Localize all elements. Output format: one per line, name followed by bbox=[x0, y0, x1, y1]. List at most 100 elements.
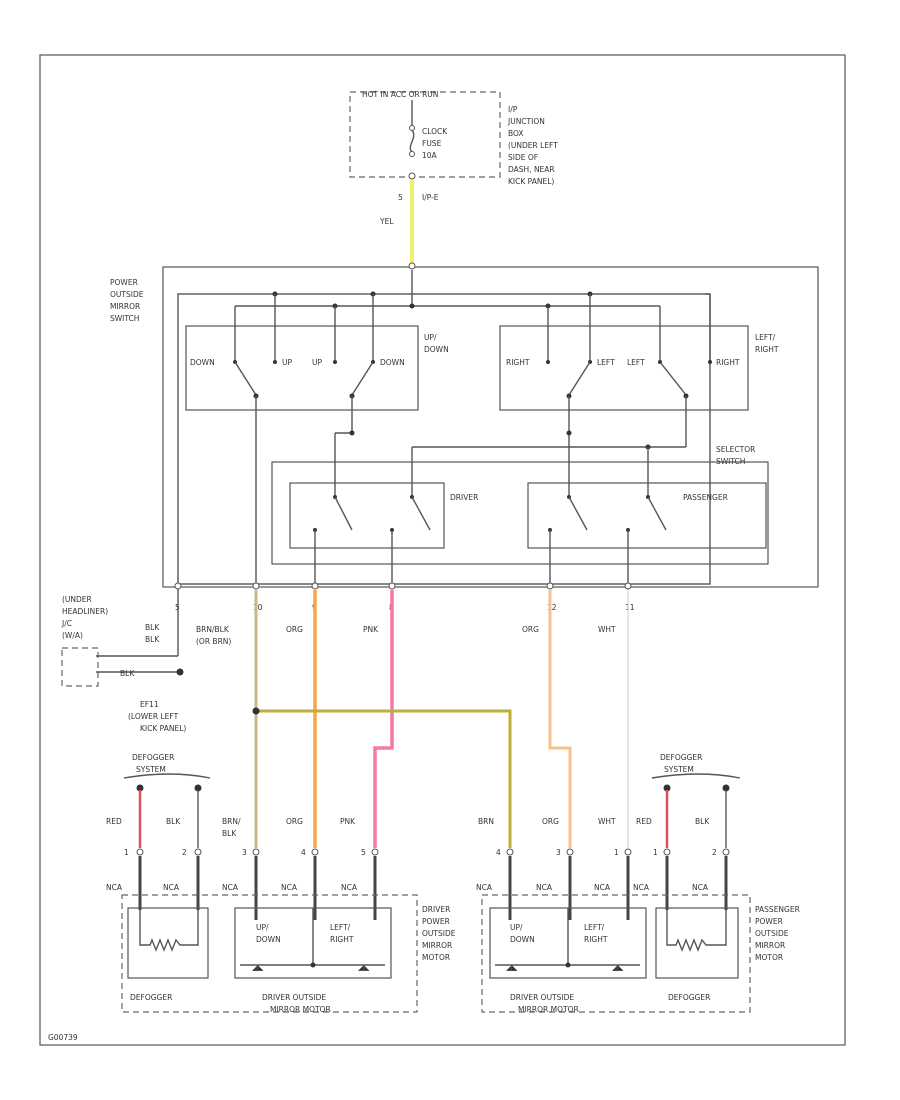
selector-label: SWITCH bbox=[716, 457, 745, 466]
switch-label: SWITCH bbox=[110, 314, 139, 323]
brn-wire bbox=[256, 709, 512, 848]
nca-label: NCA bbox=[106, 883, 123, 892]
pnk-label: PNK bbox=[363, 625, 379, 634]
jb-label: BOX bbox=[508, 129, 524, 138]
nca-label: NCA bbox=[222, 883, 239, 892]
motor-leftright-2: RIGHT bbox=[584, 935, 608, 944]
defogger-label-2: DEFOGGER bbox=[668, 993, 710, 1002]
contact-label: RIGHT bbox=[716, 358, 740, 367]
contact-label: LEFT bbox=[627, 358, 645, 367]
pass-side-label: MIRROR bbox=[755, 941, 785, 950]
hot-label: HOT IN ACC OR RUN bbox=[362, 90, 438, 99]
motor-symbol-icon: ◢◣ bbox=[612, 963, 624, 972]
nca-label: NCA bbox=[633, 883, 650, 892]
driver-side-label: MOTOR bbox=[422, 953, 450, 962]
defogger-sw-left bbox=[123, 773, 211, 779]
term-num: 1 bbox=[614, 848, 619, 857]
motor-updown: UP/ bbox=[256, 923, 269, 932]
pin-label: 11 bbox=[625, 603, 635, 612]
defogger-sw-label: SYSTEM bbox=[136, 765, 166, 774]
pnk-wire bbox=[373, 590, 394, 848]
brn-blk-lower: BLK bbox=[222, 829, 237, 838]
nca-label: NCA bbox=[163, 883, 180, 892]
mirror-switch-box bbox=[162, 266, 819, 588]
junction-box bbox=[349, 91, 501, 178]
term-num: 1 bbox=[124, 848, 129, 857]
driver-side-label: POWER bbox=[422, 917, 450, 926]
brn-lower: BRN bbox=[478, 817, 494, 826]
nca-label: NCA bbox=[692, 883, 709, 892]
driver-label: DRIVER bbox=[450, 493, 478, 502]
contact-label: UP bbox=[312, 358, 322, 367]
term-num: 2 bbox=[182, 848, 187, 857]
org-wire-2 bbox=[548, 590, 572, 848]
driver-side-label: MIRROR bbox=[422, 941, 452, 950]
splice-label: EF11 bbox=[140, 700, 159, 709]
updown-label: DOWN bbox=[424, 345, 449, 354]
splice-label: (LOWER LEFT bbox=[128, 712, 179, 721]
motor-symbol-icon: ◢◣ bbox=[506, 963, 518, 972]
driver-motor-label: DRIVER OUTSIDE bbox=[262, 993, 326, 1002]
nca-label: NCA bbox=[476, 883, 493, 892]
driver-motor-label: MIRROR MOTOR bbox=[270, 1005, 331, 1014]
splice-ef11 bbox=[252, 707, 260, 715]
defogger-sw-label: DEFOGGER bbox=[132, 753, 174, 762]
fuse-line3: 10A bbox=[422, 151, 438, 160]
motor-updown: DOWN bbox=[256, 935, 281, 944]
jb-label: JUNCTION bbox=[507, 117, 545, 126]
pin-label: 10 bbox=[253, 603, 263, 612]
motor-leftright: LEFT/ bbox=[330, 923, 351, 932]
driver-selector bbox=[289, 482, 445, 549]
defogger-sw-label-2: DEFOGGER bbox=[660, 753, 702, 762]
motor-leftright: RIGHT bbox=[330, 935, 354, 944]
selector-switch-box bbox=[271, 461, 769, 565]
passenger-selector bbox=[527, 482, 767, 549]
term-num: 3 bbox=[556, 848, 561, 857]
term-num: 1 bbox=[653, 848, 658, 857]
nca-label: NCA bbox=[594, 883, 611, 892]
switch-label: MIRROR bbox=[110, 302, 140, 311]
leftright-label: RIGHT bbox=[755, 345, 779, 354]
wht-lower: WHT bbox=[598, 817, 616, 826]
org-lower-2: ORG bbox=[542, 817, 559, 826]
blk-label-2: BLK bbox=[120, 669, 135, 678]
pass-motor-label: MIRROR MOTOR bbox=[518, 1005, 579, 1014]
motor-symbol-icon: ◢◣ bbox=[358, 963, 370, 972]
yel-label: YEL bbox=[379, 217, 394, 226]
red-lower-2: RED bbox=[636, 817, 652, 826]
ground-label: (W/A) bbox=[62, 631, 83, 640]
pin-label: 12 bbox=[547, 603, 557, 612]
nca-label: NCA bbox=[281, 883, 298, 892]
nca-label: NCA bbox=[536, 883, 553, 892]
term-num: 4 bbox=[496, 848, 501, 857]
term-num: 2 bbox=[712, 848, 717, 857]
motor-leftright-2: LEFT/ bbox=[584, 923, 605, 932]
fuse-line2: FUSE bbox=[422, 139, 442, 148]
jb-terminal bbox=[408, 172, 416, 180]
passenger-motor-assembly bbox=[481, 894, 751, 1013]
defogger-sw-right bbox=[651, 773, 741, 779]
red-label: RED bbox=[106, 817, 122, 826]
brn-blk-label: (OR BRN) bbox=[196, 637, 231, 646]
defogger-heater-left bbox=[127, 907, 209, 979]
updown-label: UP/ bbox=[424, 333, 437, 342]
footer-code: G00739 bbox=[48, 1033, 78, 1042]
defogger-heater-right bbox=[655, 907, 739, 979]
leftright-switch bbox=[499, 325, 749, 411]
blk-label: BLK bbox=[145, 635, 160, 644]
pass-side-label: OUTSIDE bbox=[755, 929, 789, 938]
pass-side-label: POWER bbox=[755, 917, 783, 926]
defogger-label: DEFOGGER bbox=[130, 993, 172, 1002]
brn-blk-lower: BRN/ bbox=[222, 817, 241, 826]
fuse-symbol bbox=[409, 129, 415, 153]
ground-label: HEADLINER) bbox=[62, 607, 108, 616]
switch-bus bbox=[177, 293, 711, 585]
jb-label: I/P bbox=[508, 105, 518, 114]
pnk-lower: PNK bbox=[340, 817, 356, 826]
pass-motor-label: DRIVER OUTSIDE bbox=[510, 993, 574, 1002]
driver-side-label: OUTSIDE bbox=[422, 929, 456, 938]
driver-side-label: DRIVER bbox=[422, 905, 450, 914]
diagram-frame bbox=[39, 54, 846, 1046]
pass-side-label: MOTOR bbox=[755, 953, 783, 962]
